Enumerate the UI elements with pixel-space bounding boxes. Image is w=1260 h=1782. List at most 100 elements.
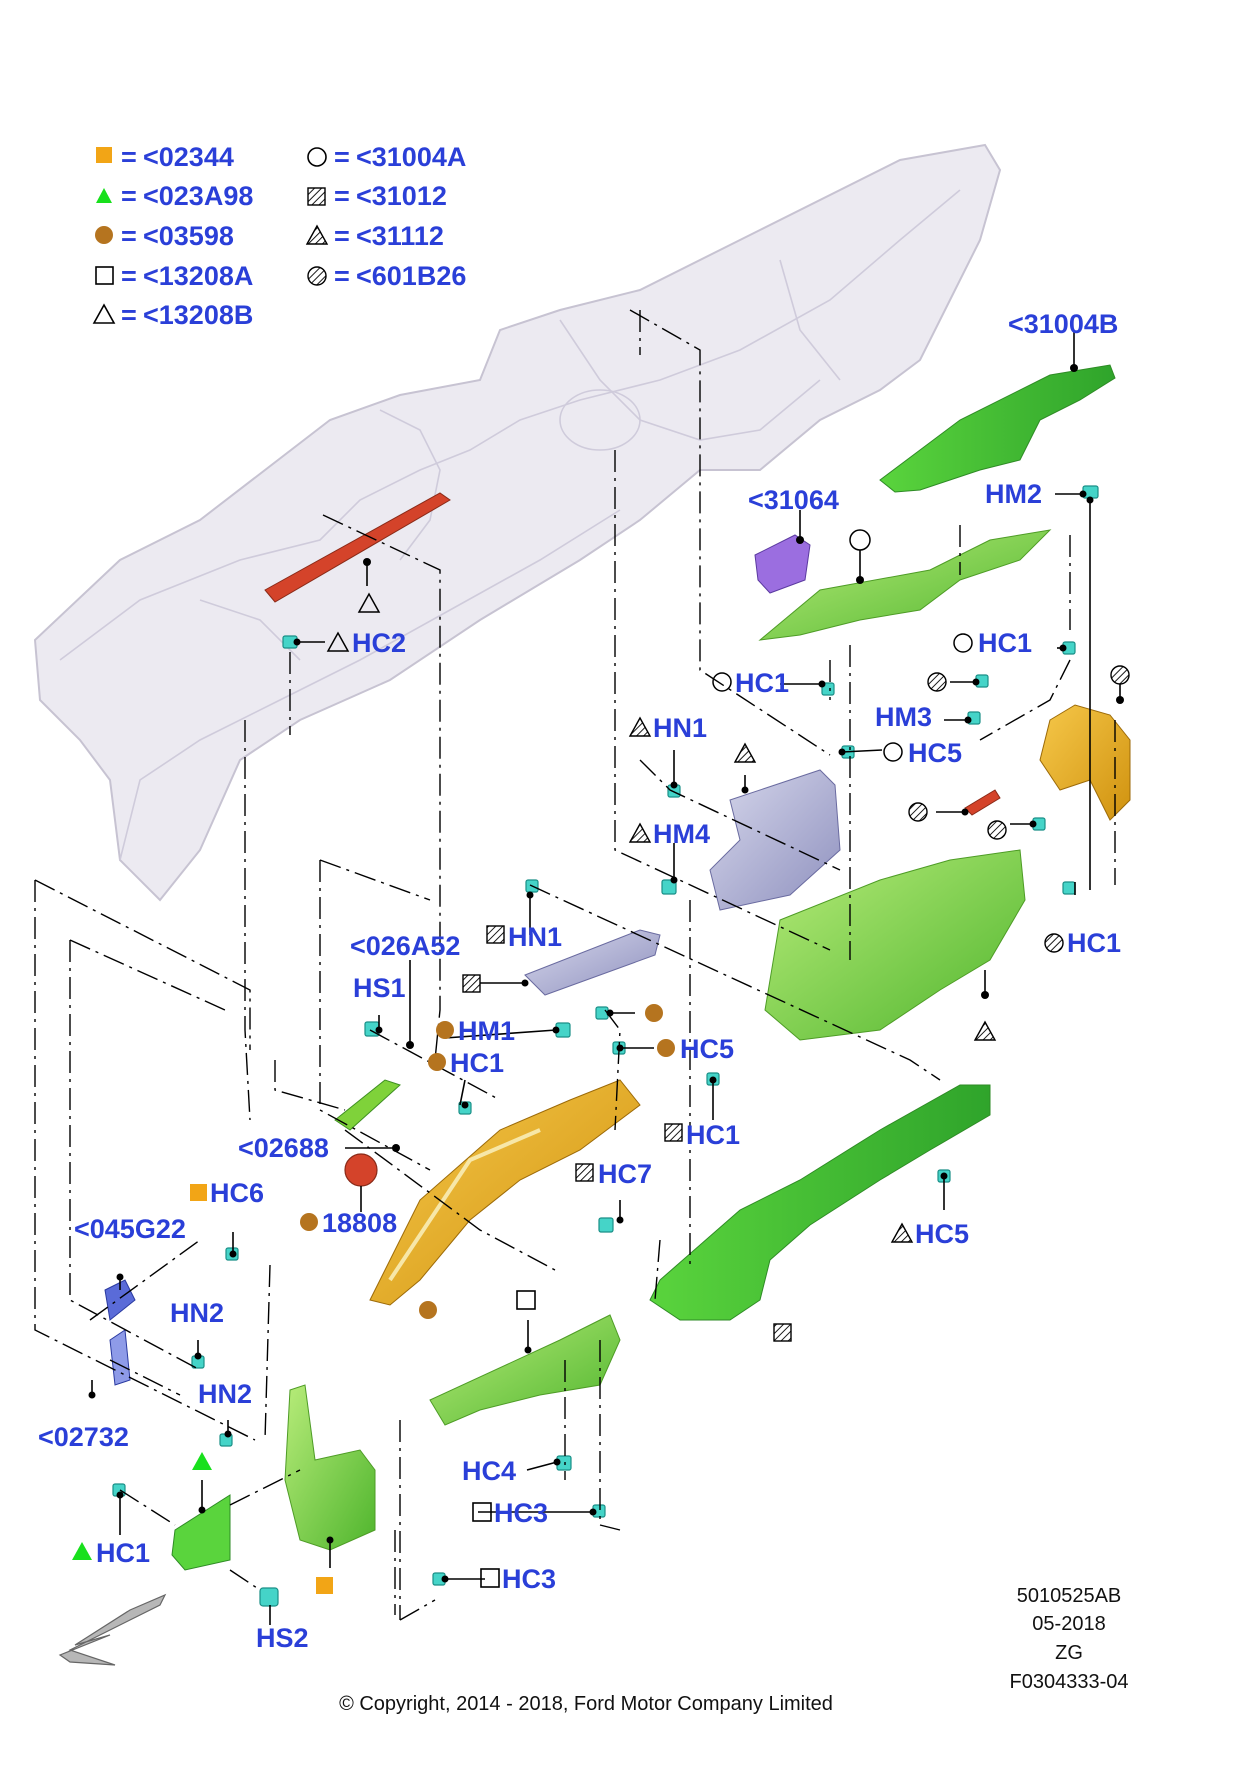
legend-code-1: <023A98 (143, 181, 253, 211)
legend-code-2: <03598 (143, 221, 234, 251)
orange-quarter-trim-part (1039, 704, 1131, 821)
legend-eq: = (121, 261, 137, 291)
callout-hc3-lower: HC3 (502, 1564, 556, 1594)
filled-triangle-green-icon (192, 1452, 212, 1470)
legend: = <02344 = <023A98 = <03598 = <13208A = … (92, 142, 466, 330)
callout-hc1-brown: HC1 (450, 1048, 504, 1078)
callout-hc5-upper: HC5 (908, 738, 962, 768)
trim-parts (58, 364, 1131, 1666)
hatched-triangle-icon (973, 1020, 997, 1041)
filled-circle-brown-icon (657, 1039, 675, 1057)
filled-circle-brown-icon (436, 1021, 454, 1039)
callout-hm2: HM2 (985, 479, 1042, 509)
blue-bracket (104, 1279, 136, 1321)
revision-date: 05-2018 (1032, 1613, 1105, 1635)
region-code: ZG (1055, 1642, 1083, 1664)
callout-hc2: HC2 (352, 628, 406, 658)
seat-belt-guide (334, 1079, 401, 1131)
leader-lines (88, 330, 1124, 1625)
hatched-square-icon (773, 1323, 792, 1342)
filled-square-orange-icon (190, 1184, 207, 1201)
filled-circle-brown-icon (428, 1053, 446, 1071)
callout-hs1: HS1 (353, 973, 406, 1003)
open-circle-icon (712, 672, 732, 692)
filled-triangle-green-icon (72, 1542, 92, 1560)
legend-eq: = (334, 221, 350, 251)
legend-code-5: <31004A (356, 142, 466, 172)
legend-open-square-icon (95, 266, 114, 285)
legend-open-circle-icon (307, 147, 327, 167)
legend-code-8: <601B26 (356, 261, 466, 291)
legend-open-triangle-icon (92, 303, 116, 324)
legend-hatched-circle-icon (307, 266, 327, 286)
figure-number: F0304333-04 (1010, 1671, 1129, 1693)
callout-31064: <31064 (748, 485, 839, 515)
legend-code-6: <31012 (356, 181, 447, 211)
legend-filled-square-orange-icon (96, 147, 112, 163)
callout-026A52: <026A52 (350, 931, 460, 961)
callout-hn1-lower: HN1 (508, 922, 562, 952)
callout-hc1-right: HC1 (978, 628, 1032, 658)
callout-hc5-hatched-triangle: HC5 (915, 1219, 969, 1249)
hatched-triangle-icon (628, 716, 652, 737)
callout-045G22: <045G22 (74, 1214, 186, 1244)
legend-code-4: <13208B (143, 300, 253, 330)
legend-filled-circle-brown-icon (95, 226, 113, 244)
blue-bracket-lower (109, 1329, 131, 1386)
hatched-circle-icon (908, 802, 928, 822)
legend-hatched-triangle-icon (305, 224, 329, 245)
assembly-lines (34, 309, 1116, 1621)
callout-hn2-upper: HN2 (170, 1298, 224, 1328)
grey-blue-strip (524, 929, 661, 996)
part-number: 5010525AB (1017, 1585, 1122, 1607)
callout-hc3-upper: HC3 (494, 1498, 548, 1528)
legend-eq: = (334, 261, 350, 291)
red-strip-part (264, 492, 451, 603)
legend-eq: = (121, 181, 137, 211)
hatched-circle-icon (987, 820, 1007, 840)
callout-hm3: HM3 (875, 702, 932, 732)
callout-hm1: HM1 (458, 1016, 515, 1046)
small-red-connector (964, 789, 1001, 816)
legend-eq: = (121, 300, 137, 330)
scuff-plate (429, 1314, 621, 1426)
hatched-circle-icon (1044, 933, 1064, 953)
legend-filled-triangle-green-icon (96, 188, 112, 203)
legend-code-3: <13208A (143, 261, 253, 291)
callout-hc1-green: HC1 (96, 1538, 150, 1568)
red-round-part (344, 1153, 378, 1187)
legend-eq: = (121, 221, 137, 251)
open-triangle-icon (357, 592, 381, 613)
rear-quarter-trim-panel (764, 849, 1026, 1041)
vehicle-body-shell (33, 143, 1002, 902)
orange-pillar-trim (369, 1079, 641, 1306)
callout-hc4: HC4 (462, 1456, 516, 1486)
open-circle-icon (883, 742, 903, 762)
lower-sill-trim-panel (649, 1084, 991, 1321)
open-triangle-icon (326, 631, 350, 652)
callout-hs2: HS2 (256, 1623, 309, 1653)
filled-circle-brown-icon (419, 1301, 437, 1319)
hatched-triangle-icon (890, 1222, 914, 1243)
hatched-square-icon (462, 974, 481, 993)
copyright-notice: © Copyright, 2014 - 2018, Ford Motor Com… (339, 1693, 833, 1715)
callout-02688: <02688 (238, 1133, 329, 1163)
hatched-circle-icon (927, 672, 947, 692)
open-square-icon (472, 1502, 492, 1522)
legend-eq: = (121, 142, 137, 172)
hatched-square-icon (486, 925, 505, 944)
callouts: <31004B HM2 <31064 HC2 HC1 HC1 HM3 HN1 H… (38, 309, 1130, 1653)
info-block: 5010525AB 05-2018 ZG F0304333-04 (1010, 1585, 1129, 1693)
upper-quarter-trim-panel (879, 364, 1116, 493)
callout-hc7: HC7 (598, 1159, 652, 1189)
purple-bracket-part (754, 534, 811, 594)
hatched-triangle-icon (628, 822, 652, 843)
callout-hc5-brown: HC5 (680, 1034, 734, 1064)
filled-circle-brown-icon (645, 1004, 663, 1022)
callout-18808: 18808 (322, 1208, 397, 1238)
legend-hatched-square-icon (307, 187, 326, 206)
hatched-square-icon (664, 1123, 683, 1142)
callout-hc1-hatched-circle: HC1 (1067, 928, 1121, 958)
belt-line-trim-panel (758, 529, 1052, 641)
legend-code-0: <02344 (143, 142, 234, 172)
